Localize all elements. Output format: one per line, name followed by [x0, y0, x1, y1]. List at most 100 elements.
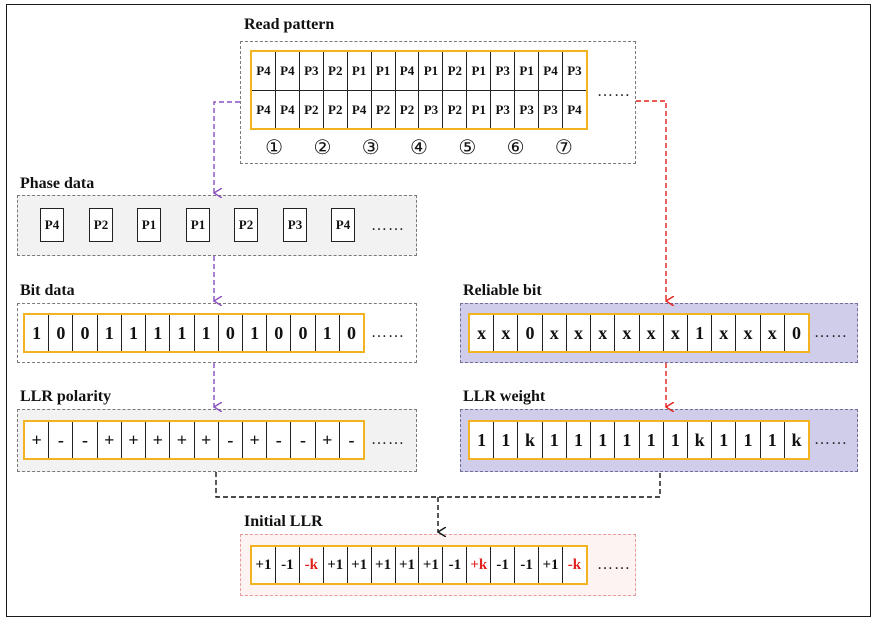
- read-pattern-row-1-cell: P3: [299, 52, 324, 90]
- llr-weight-cell: 1: [566, 422, 592, 458]
- llr-polarity-cell: -: [267, 422, 292, 458]
- reliable-bit-cell: 0: [784, 315, 809, 351]
- reliable-bit-cell: x: [736, 315, 761, 351]
- llr-weight-cell: k: [784, 422, 809, 458]
- read-pattern-row-2-cell: P2: [299, 91, 324, 128]
- bit-data-cell: 1: [242, 315, 268, 351]
- initial-llr-cell: +1: [252, 547, 276, 583]
- read-pattern-row-2-cell: P3: [539, 91, 563, 128]
- phase-data-box: P1: [186, 208, 210, 242]
- llr-weight-cell: 1: [736, 422, 761, 458]
- reliable-bit-cell: x: [494, 315, 519, 351]
- reliable-bit-cell: x: [615, 315, 640, 351]
- arrow-read-to-reliable: [636, 100, 666, 301]
- initial-llr-cell: -1: [275, 547, 300, 583]
- llr-polarity-cell: -: [49, 422, 74, 458]
- initial-llr-cell: -1: [491, 547, 516, 583]
- bit-data-cell: 1: [121, 315, 147, 351]
- llr-weight-cell: 1: [712, 422, 737, 458]
- llr-polarity-ellipsis: ……: [371, 431, 405, 448]
- llr-polarity-cell: +: [315, 422, 340, 458]
- read-pattern-row-1-cell: P4: [539, 52, 563, 90]
- reliable-bit-cell: x: [591, 315, 616, 351]
- line-polarity-to-merge: [215, 472, 661, 498]
- initial-llr-strip: +1-1-k+1+1+1+1+1-1+k-1-1+1-k: [250, 545, 588, 585]
- reliable-bit-cell: x: [639, 315, 664, 351]
- read-pattern-row-2-cell: P2: [395, 91, 420, 128]
- phase-data-box: P2: [234, 208, 258, 242]
- llr-polarity-cell: -: [218, 422, 243, 458]
- read-pattern-row-2-cell: P1: [467, 91, 492, 128]
- read-pattern-row-1-cell: P4: [275, 52, 300, 90]
- read-pattern-row-2-cell: P2: [371, 91, 396, 128]
- initial-llr-cell: +1: [539, 547, 563, 583]
- read-pattern-number: ⑤: [458, 137, 477, 159]
- arrow-read-to-phase: [214, 101, 240, 193]
- read-pattern-row-1-cell: P1: [467, 52, 492, 90]
- llr-polarity-cell: +: [242, 422, 268, 458]
- llr-weight-cell: k: [687, 422, 713, 458]
- llr-polarity-cell: -: [339, 422, 364, 458]
- bit-data-cell: 0: [267, 315, 292, 351]
- llr-weight-title: LLR weight: [463, 388, 546, 405]
- llr-polarity-cell: -: [291, 422, 316, 458]
- initial-llr-cell: -k: [299, 547, 324, 583]
- llr-weight-cell: 1: [470, 422, 495, 458]
- llr-polarity-cell: +: [121, 422, 147, 458]
- llr-polarity-cell: +: [97, 422, 122, 458]
- llr-weight-cell: 1: [663, 422, 688, 458]
- bit-data-cell: 1: [315, 315, 340, 351]
- bit-data-cell: 0: [49, 315, 74, 351]
- bit-data-cell: 0: [339, 315, 364, 351]
- diagram-frame: [6, 4, 871, 617]
- llr-weight-cell: 1: [494, 422, 519, 458]
- reliable-bit-cell: 0: [518, 315, 543, 351]
- reliable-bit-title: Reliable bit: [463, 282, 542, 299]
- reliable-bit-cell: 1: [687, 315, 713, 351]
- read-pattern-row-1-cell: P4: [395, 52, 420, 90]
- initial-llr-cell: +1: [323, 547, 348, 583]
- read-pattern-row-2-cell: P4: [275, 91, 300, 128]
- read-pattern-row-2-cell: P3: [419, 91, 444, 128]
- phase-data-box: P2: [89, 208, 113, 242]
- phase-data-title: Phase data: [20, 175, 95, 192]
- bit-data-cell: 1: [146, 315, 171, 351]
- initial-llr-cell: -k: [562, 547, 586, 583]
- initial-llr-cell: -1: [443, 547, 468, 583]
- bit-data-cell: 0: [73, 315, 98, 351]
- read-pattern-ellipsis: ……: [597, 83, 631, 100]
- read-pattern-row-2-cell: P4: [347, 91, 372, 128]
- read-pattern-row-2-cell: P2: [323, 91, 348, 128]
- phase-data-box: P4: [40, 208, 64, 242]
- read-pattern-row-1-cell: P1: [515, 52, 540, 90]
- bit-data-cell: 0: [218, 315, 243, 351]
- bit-data-title: Bit data: [20, 282, 75, 299]
- llr-polarity-cell: +: [170, 422, 195, 458]
- llr-polarity-cell: +: [194, 422, 219, 458]
- read-pattern-row-1-cell: P3: [491, 52, 516, 90]
- bit-data-cell: 1: [170, 315, 195, 351]
- bit-data-cell: 1: [97, 315, 122, 351]
- read-pattern-row-1-cell: P1: [419, 52, 444, 90]
- initial-llr-ellipsis: ……: [597, 556, 631, 573]
- initial-llr-cell: -1: [515, 547, 540, 583]
- phase-data-box: P4: [331, 208, 355, 242]
- initial-llr-cell: +1: [371, 547, 396, 583]
- read-pattern-row-2-cell: P2: [443, 91, 468, 128]
- llr-polarity-cell: +: [25, 422, 50, 458]
- reliable-bit-cell: x: [542, 315, 567, 351]
- read-pattern-number: ⑥: [506, 137, 525, 159]
- llr-polarity-strip: +--+++++-+--+-: [23, 420, 365, 460]
- read-pattern-row-1-cell: P3: [562, 52, 586, 90]
- read-pattern-number: ⑦: [554, 137, 573, 159]
- llr-weight-ellipsis: ……: [814, 431, 848, 448]
- reliable-bit-cell: x: [470, 315, 495, 351]
- read-pattern-row-1-cell: P2: [443, 52, 468, 90]
- initial-llr-title: Initial LLR: [244, 513, 323, 530]
- reliable-bit-cell: x: [566, 315, 592, 351]
